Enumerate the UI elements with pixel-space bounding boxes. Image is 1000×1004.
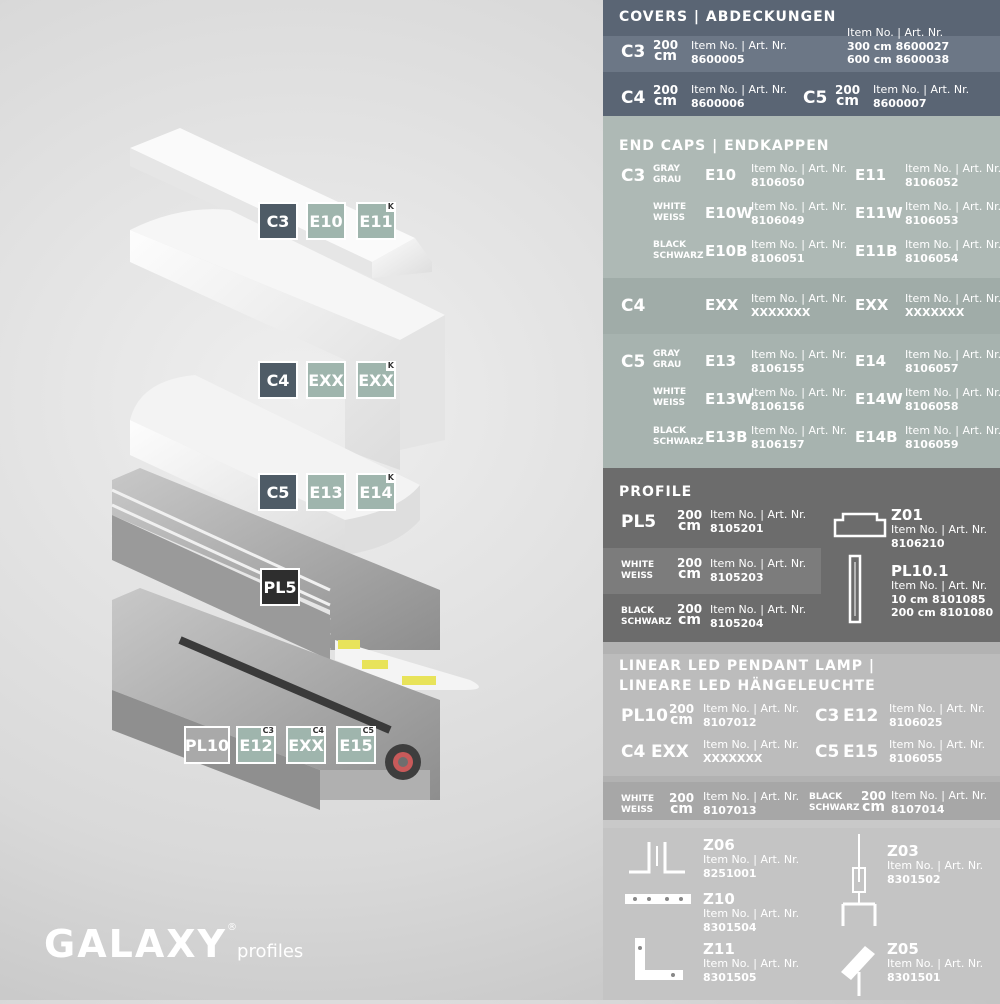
z01-clip-icon [833, 512, 887, 538]
cover-c3-300-number: 8600027 [895, 40, 950, 53]
profile-pl10-1-itemlabel: Item No. | Art. Nr. [891, 579, 988, 592]
pl10-1-len-200: 200 cm [891, 606, 936, 619]
profile-pl5-number: 8105201 [710, 522, 764, 535]
profile-title: PROFILE [619, 484, 693, 500]
cover-c5-code: C5 [803, 88, 828, 108]
tag-e10: E10 [306, 202, 346, 240]
accessories-section: Z06 Item No. | Art. Nr. 8251001 Z10 Item… [603, 828, 1000, 1000]
profile-pl5-itemlabel: Item No. | Art. Nr. [710, 508, 807, 521]
z05-angle-mount-icon [841, 946, 875, 996]
brand-logo: GALAXY®profiles [44, 922, 304, 966]
profile-pl5-code: PL5 [621, 512, 657, 532]
pendant-title-de: LINEARE LED HÄNGELEUCHTE [619, 678, 876, 694]
z10-connector-icon [625, 894, 691, 904]
pendant-title-en: LINEAR LED PENDANT LAMP | [619, 658, 875, 674]
tag-exx: EXX [306, 361, 346, 399]
pl10-1-num-200: 8101080 [939, 606, 994, 619]
z06-bracket-icon [629, 842, 685, 874]
cover-c3-300-length: 300 cm [847, 40, 892, 53]
cover-c5-itemlabel: Item No. | Art. Nr. [873, 83, 970, 96]
acc-z05-code: Z05 [887, 940, 919, 958]
tag-c5: C5 [258, 473, 298, 511]
cover-c4-itemlabel: Item No. | Art. Nr. [691, 83, 788, 96]
profile-pl10-1-code: PL10.1 [891, 562, 949, 580]
acc-z06-code: Z06 [703, 836, 735, 854]
pendant-pl10-number: 8107012 [703, 716, 757, 729]
acc-z10-code: Z10 [703, 890, 735, 908]
z11-corner-icon [635, 938, 683, 980]
endcaps-title: END CAPS | ENDKAPPEN [619, 138, 830, 154]
tag-pl10: PL10 [184, 726, 230, 764]
profile-z01-itemlabel: Item No. | Art. Nr. [891, 523, 988, 536]
cover-c3-600-length: 600 cm [847, 53, 892, 66]
tag-c3: C3 [258, 202, 298, 240]
exploded-profile-drawing [111, 148, 479, 810]
cover-c4-shape [130, 209, 445, 470]
pl10-1-len-10: 10 cm [891, 593, 929, 606]
acc-z06-number: 8251001 [703, 867, 757, 880]
pl10-1-rail-icon [848, 554, 862, 624]
tag-c4: C4 [258, 361, 298, 399]
cover-c3-alt-itemlabel: Item No. | Art. Nr. [847, 26, 944, 39]
acc-z05-number: 8301501 [887, 971, 941, 984]
pl10-1-num-10: 8101085 [931, 593, 986, 606]
cover-c3-itemlabel: Item No. | Art. Nr. [691, 39, 788, 52]
cover-c3-code: C3 [621, 42, 646, 62]
acc-z03-code: Z03 [887, 842, 919, 860]
cover-c4-code: C4 [621, 88, 646, 108]
tag-pl5: PL5 [260, 568, 300, 606]
pendant-section: LINEAR LED PENDANT LAMP | LINEARE LED HÄ… [603, 642, 1000, 820]
cover-c5-shape [130, 375, 420, 555]
profile-z01-code: Z01 [891, 506, 923, 524]
cover-c5-number: 8600007 [873, 97, 927, 110]
cover-c4-number: 8600006 [691, 97, 745, 110]
cover-c3-number: 8600005 [691, 53, 745, 66]
profile-z01-number: 8106210 [891, 537, 945, 550]
endcap-c5-code: C5 [621, 352, 646, 372]
acc-z11-number: 8301505 [703, 971, 757, 984]
acc-z03-number: 8301502 [887, 873, 941, 886]
z03-suspension-icon [841, 834, 877, 926]
cover-c3-600-number: 8600038 [895, 53, 950, 66]
acc-z11-code: Z11 [703, 940, 735, 958]
tag-e13: E13 [306, 473, 346, 511]
acc-z10-number: 8301504 [703, 921, 757, 934]
endcap-c3-code: C3 [621, 166, 646, 186]
covers-title: COVERS | ABDECKUNGEN [619, 9, 837, 25]
pendant-pl10-code: PL10 [621, 706, 668, 726]
